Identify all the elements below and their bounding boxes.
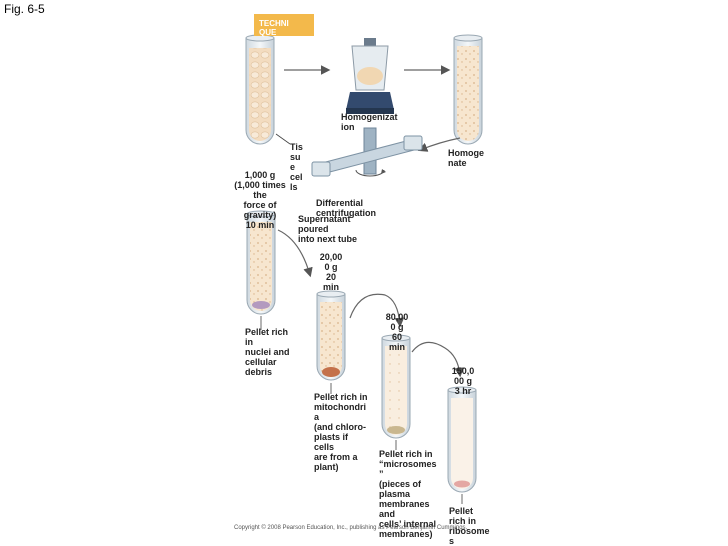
centrifuge-tube-3 bbox=[381, 334, 411, 439]
arrow-to-tube-2 bbox=[277, 229, 313, 278]
tissue-cells-label: Tis su e cel ls bbox=[290, 142, 303, 192]
centrifuge-tube-4 bbox=[447, 386, 477, 493]
differential-centrifugation-label: Differential centrifugation bbox=[316, 198, 376, 218]
pellet-2-label: Pellet rich in mitochondri a (and chloro… bbox=[314, 392, 368, 472]
pointer-tissue-cells bbox=[275, 133, 291, 145]
pellet-4-label: Pellet rich in ribosome s bbox=[449, 506, 490, 546]
pellet-1-label: Pellet rich in nuclei and cellular debri… bbox=[245, 327, 290, 377]
spin-4-label: 150,0 00 g 3 hr bbox=[451, 366, 475, 396]
arrow-to-tube-3 bbox=[349, 293, 405, 328]
technique-label: TECHNI QUE bbox=[259, 19, 289, 37]
homogenate-label: Homoge nate bbox=[448, 148, 484, 168]
pellet-3-label: Pellet rich in “microsomes ” (pieces of … bbox=[379, 449, 437, 539]
arrow-to-centrifuge bbox=[417, 137, 461, 152]
supernatant-label: Supernatant poured into next tube bbox=[298, 214, 357, 244]
centrifuge-icon bbox=[311, 127, 423, 177]
homogenate-tube bbox=[453, 34, 483, 145]
spin-3-label: 80,00 0 g 60 min bbox=[385, 312, 409, 352]
blender-icon bbox=[346, 38, 394, 114]
technique-tab: TECHNI QUE bbox=[254, 14, 314, 37]
copyright-notice: Copyright © 2008 Pearson Education, Inc.… bbox=[234, 525, 468, 531]
centrifuge-tube-1 bbox=[246, 210, 276, 315]
arrow-to-tube-4 bbox=[411, 341, 465, 378]
centrifuge-tube-2 bbox=[316, 290, 346, 381]
homogenization-label: Homogenizat ion bbox=[341, 112, 398, 132]
first-spin-label: 1,000 g (1,000 times the force of gravit… bbox=[234, 170, 286, 230]
figure-label: Fig. 6-5 bbox=[4, 2, 45, 16]
tissue-tube bbox=[245, 34, 275, 145]
spin-2-label: 20,00 0 g 20 min bbox=[319, 252, 343, 292]
